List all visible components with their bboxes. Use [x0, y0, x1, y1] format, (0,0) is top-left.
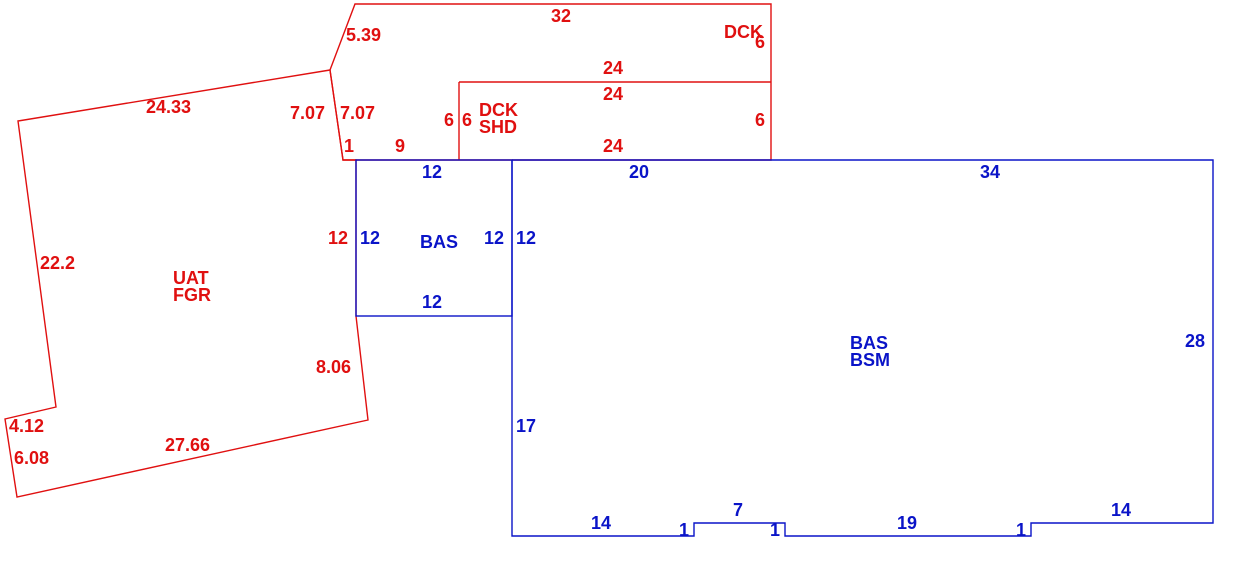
dim-bsm-34: 34: [980, 162, 1000, 182]
area-label-uat: UAT: [173, 268, 209, 288]
dim-27-66: 27.66: [165, 435, 210, 455]
dim-bsm-20: 20: [629, 162, 649, 182]
dim-6-shd-left-inner: 6: [462, 110, 472, 130]
dim-6-08: 6.08: [14, 448, 49, 468]
dim-bsm-17: 17: [516, 416, 536, 436]
dim-bas-12-top: 12: [422, 162, 442, 182]
dim-6-shd-left-outer: 6: [444, 110, 454, 130]
dim-8-06: 8.06: [316, 357, 351, 377]
dim-bas-12-left: 12: [360, 228, 380, 248]
dim-22-2: 22.2: [40, 253, 75, 273]
dim-bsm-14-right: 14: [1111, 500, 1131, 520]
dim-12-uat: 12: [328, 228, 348, 248]
dim-6-dck-right: 6: [755, 32, 765, 52]
dim-7-07-outer: 7.07: [290, 103, 325, 123]
dim-5-39: 5.39: [346, 25, 381, 45]
dim-4-12: 4.12: [9, 416, 44, 436]
area-label-dck-shd-line1: DCK: [479, 100, 518, 120]
dim-bas-12-right: 12: [484, 228, 504, 248]
dim-24-shd-top: 24: [603, 84, 623, 104]
dim-1: 1: [344, 136, 354, 156]
dim-bsm-12-left: 12: [516, 228, 536, 248]
dim-bsm-1-c: 1: [1016, 520, 1026, 540]
dim-bsm-1-b: 1: [770, 520, 780, 540]
dim-bsm-14-left: 14: [591, 513, 611, 533]
dim-bsm-7: 7: [733, 500, 743, 520]
area-label-bas: BAS: [420, 232, 458, 252]
area-label-fgr: FGR: [173, 285, 211, 305]
dim-bas-12-bottom: 12: [422, 292, 442, 312]
area-label-bas-bsm-line1: BAS: [850, 333, 888, 353]
dim-32: 32: [551, 6, 571, 26]
dim-bsm-28: 28: [1185, 331, 1205, 351]
dim-24-shd-bottom: 24: [603, 136, 623, 156]
dim-7-07-inner: 7.07: [340, 103, 375, 123]
dim-9: 9: [395, 136, 405, 156]
area-label-bas-bsm-line2: BSM: [850, 350, 890, 370]
dim-bsm-1-a: 1: [679, 520, 689, 540]
dim-24-dck-bottom: 24: [603, 58, 623, 78]
dim-bsm-19: 19: [897, 513, 917, 533]
dim-6-shd-right: 6: [755, 110, 765, 130]
bas-bsm-outline: [511, 159, 1214, 537]
dim-24-33: 24.33: [146, 97, 191, 117]
area-label-dck-shd-line2: SHD: [479, 117, 517, 137]
area-label-dck: DCK: [724, 22, 763, 42]
